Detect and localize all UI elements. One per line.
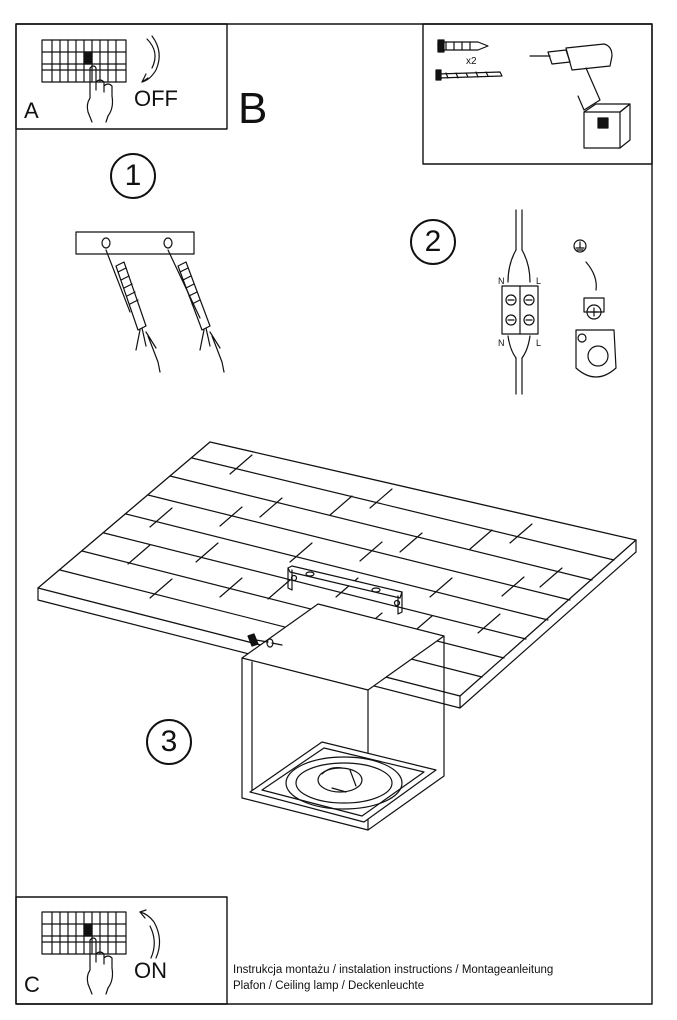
panel-b-letter: B	[238, 84, 268, 133]
hand-icon	[86, 65, 114, 123]
outer-frame	[15, 23, 653, 1005]
circuit-breaker-icon	[41, 39, 127, 83]
panel-b-box	[422, 23, 653, 165]
terminal-block-icon	[501, 209, 539, 395]
step-2-badge: 2	[410, 219, 456, 265]
arrow-down-icon	[141, 35, 160, 83]
ground-terminal-icon	[573, 239, 617, 378]
wall-plug-icon	[115, 261, 161, 373]
step-3-badge: 3	[146, 719, 192, 765]
screw-icon	[435, 69, 503, 81]
neutral-label-top: N	[498, 276, 505, 286]
caption-line-2: Plafon / Ceiling lamp / Deckenleuchte	[233, 980, 425, 992]
live-label-top: L	[536, 276, 542, 286]
lamp-body	[241, 603, 445, 831]
switch-on-label: ON	[134, 958, 167, 983]
mounting-template	[75, 231, 195, 255]
circuit-breaker-icon	[41, 911, 127, 955]
live-label-bottom: L	[536, 338, 542, 348]
panel-a-box	[15, 23, 228, 130]
screw-icon	[247, 633, 283, 648]
caption-line-1: Instrukcja montażu / instalation instruc…	[233, 964, 554, 976]
panel-c-box	[15, 896, 228, 1005]
arrow-up-icon	[139, 909, 161, 959]
neutral-label-bottom: N	[498, 338, 505, 348]
screw-icon	[105, 249, 201, 319]
mounting-bracket	[287, 565, 403, 615]
panel-c-letter: C	[24, 972, 40, 997]
panel-a-letter: A	[24, 98, 39, 123]
switch-off-label: OFF	[134, 86, 178, 111]
screw-count-label: x2	[466, 56, 477, 67]
step-1-badge: 1	[110, 153, 156, 199]
hand-icon	[86, 937, 114, 995]
drill-icon	[529, 43, 631, 149]
wall-plug-icon	[177, 261, 225, 373]
wall-plug-icon	[437, 39, 489, 53]
